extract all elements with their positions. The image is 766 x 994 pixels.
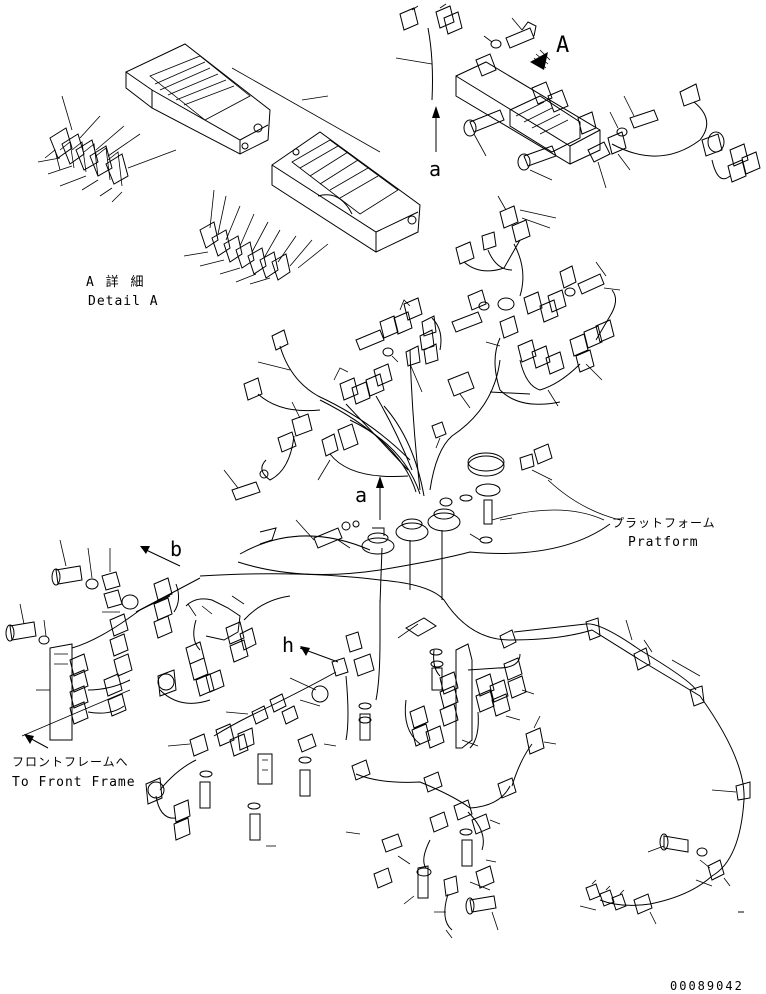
- view-a-label: A: [556, 33, 569, 58]
- callout-h: h: [282, 633, 294, 657]
- detail-a-caption: A 詳 細 Detail A: [86, 274, 159, 309]
- platform-caption: プラットフォーム Pratform: [612, 516, 716, 550]
- detail-a-en-label: Detail A: [88, 294, 159, 309]
- platform-en-label: Pratform: [628, 535, 699, 550]
- center-harness: a: [223, 195, 621, 605]
- callout-a-top: a: [429, 157, 441, 181]
- detail-a-jp-label: A 詳 細: [86, 274, 145, 290]
- front-frame-caption: フロントフレームへ To Front Frame: [12, 755, 136, 790]
- platform-jp-label: プラットフォーム: [612, 516, 716, 530]
- main-floor-harness: h: [145, 573, 751, 939]
- callout-a-mid: a: [355, 483, 367, 507]
- fuse-box-detail-a: [37, 43, 421, 285]
- front-frame-assembly: b: [5, 537, 201, 749]
- front-frame-jp-label: フロントフレームへ: [12, 755, 129, 769]
- view-a-assembly: a A: [395, 3, 761, 189]
- drawing-number: 00089042: [670, 979, 744, 993]
- callout-b: b: [170, 537, 182, 561]
- front-frame-en-label: To Front Frame: [12, 775, 136, 790]
